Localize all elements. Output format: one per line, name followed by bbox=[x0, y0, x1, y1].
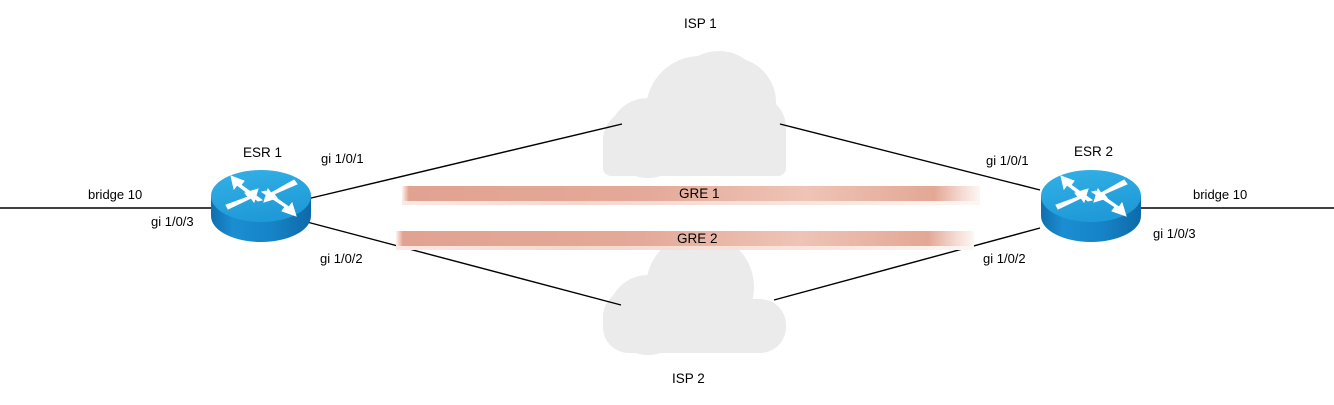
esr1-port-gi1-label: gi 1/0/1 bbox=[321, 151, 364, 166]
router-icon-esr2[interactable] bbox=[1041, 170, 1141, 242]
bridge-label-left: bridge 10 bbox=[88, 187, 143, 202]
esr1-title: ESR 1 bbox=[243, 145, 283, 160]
cloud-icon-isp2[interactable] bbox=[603, 233, 786, 355]
tunnel-gre2[interactable] bbox=[396, 231, 974, 250]
esr1-port-gi2-label: gi 1/0/2 bbox=[320, 251, 363, 266]
isp1-title: ISP 1 bbox=[684, 16, 717, 31]
router-icon-esr1[interactable] bbox=[211, 170, 311, 242]
esr2-title: ESR 2 bbox=[1074, 144, 1114, 159]
tunnel-label-gre2: GRE 2 bbox=[677, 231, 718, 246]
link-lines bbox=[0, 123, 1334, 306]
esr2-port-gi3-label: gi 1/0/3 bbox=[1153, 226, 1196, 241]
link-isp2-esr2[interactable] bbox=[773, 227, 1041, 301]
link-esr1-isp2[interactable] bbox=[306, 221, 622, 306]
esr2-port-gi1-label: gi 1/0/1 bbox=[986, 153, 1029, 168]
tunnel-gre1[interactable] bbox=[402, 186, 980, 205]
cloud-icon-isp1[interactable] bbox=[603, 51, 786, 178]
esr1-port-gi3-label: gi 1/0/3 bbox=[151, 214, 194, 229]
link-esr1-isp1[interactable] bbox=[306, 123, 623, 200]
tunnel-label-gre1: GRE 1 bbox=[679, 186, 720, 201]
link-isp1-esr2[interactable] bbox=[779, 123, 1041, 191]
isp2-title: ISP 2 bbox=[672, 371, 705, 386]
bridge-label-right: bridge 10 bbox=[1193, 187, 1248, 202]
esr2-port-gi2-label: gi 1/0/2 bbox=[983, 251, 1026, 266]
